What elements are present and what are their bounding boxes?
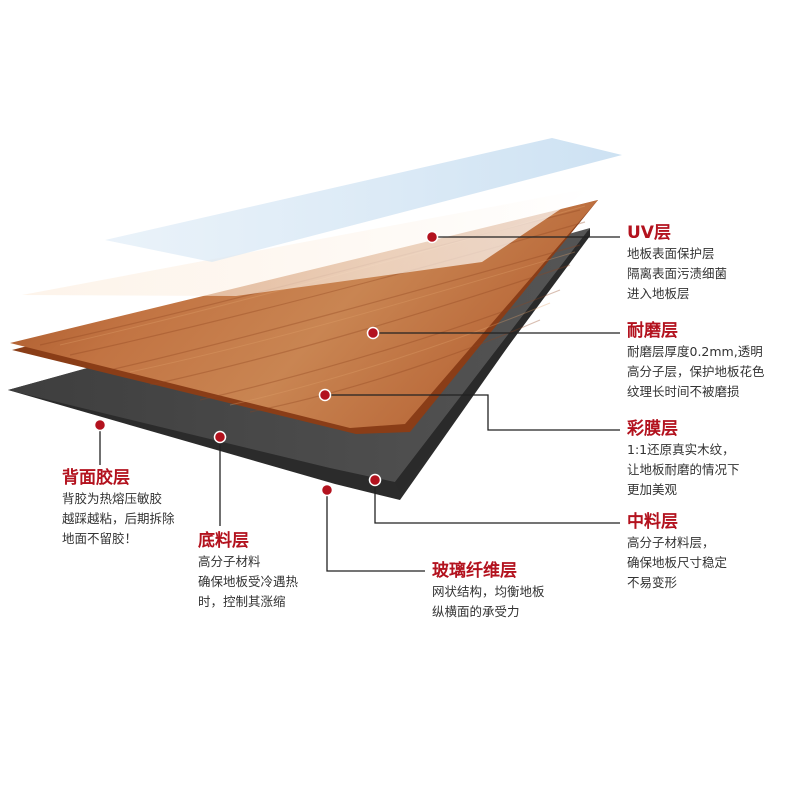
base-layer-line-2: 确保地板受冷遇热 xyxy=(198,574,299,589)
film-layer-line-1: 1:1还原真实木纹， xyxy=(627,442,735,457)
middle-layer-line-3: 不易变形 xyxy=(627,575,678,590)
middle-layer-line-1: 高分子材料层， xyxy=(627,535,715,550)
leader-lines xyxy=(99,236,620,572)
middle-layer-line-2: 确保地板尺寸稳定 xyxy=(627,555,728,570)
glass-fiber-layer-line-2: 纵横面的承受力 xyxy=(432,604,520,619)
base-layer-callout: 底料层 高分子材料 确保地板受冷遇热 时，控制其涨缩 xyxy=(198,530,298,612)
back-marker xyxy=(93,418,107,432)
wear-layer-line-1: 耐磨层厚度0.2mm,透明 xyxy=(627,344,763,359)
wear-layer-title: 耐磨层 xyxy=(627,321,678,341)
wear-layer-line-3: 纹理长时间不被磨损 xyxy=(627,384,740,399)
back-adhesive-layer-line-2: 越踩越粘，后期拆除 xyxy=(62,511,175,526)
uv-layer-line-1: 地板表面保护层 xyxy=(627,246,715,261)
film-layer-line-3: 更加美观 xyxy=(627,482,678,497)
wear-layer-callout: 耐磨层 耐磨层厚度0.2mm,透明 高分子层，保护地板花色 纹理长时间不被磨损 xyxy=(627,320,765,402)
uv-layer-line-2: 隔离表面污渍细菌 xyxy=(627,266,728,281)
film-layer-line-2: 让地板耐磨的情况下 xyxy=(627,462,740,477)
base-layer-line-3: 时，控制其涨缩 xyxy=(198,594,286,609)
uv-layer-line-3: 进入地板层 xyxy=(627,286,690,301)
film-marker xyxy=(318,388,332,402)
back-adhesive-layer-callout: 背面胶层 背胶为热熔压敏胶 越踩越粘，后期拆除 地面不留胶！ xyxy=(62,467,175,549)
uv-film-layer xyxy=(105,138,622,262)
back-adhesive-layer-title: 背面胶层 xyxy=(62,468,130,488)
uv-layer-title: UV层 xyxy=(627,223,671,243)
glass-marker xyxy=(320,483,334,497)
uv-marker xyxy=(425,230,439,244)
middle-layer-callout: 中料层 高分子材料层， 确保地板尺寸稳定 不易变形 xyxy=(627,511,727,593)
wear-layer xyxy=(22,188,592,296)
base-marker xyxy=(213,430,227,444)
marker-dots xyxy=(93,230,439,497)
wear-marker xyxy=(366,326,380,340)
base-layer-line-1: 高分子材料 xyxy=(198,554,261,569)
glass-fiber-layer-title: 玻璃纤维层 xyxy=(432,561,517,581)
back-adhesive-layer-line-1: 背胶为热熔压敏胶 xyxy=(62,491,163,506)
wear-layer-line-2: 高分子层，保护地板花色 xyxy=(627,364,765,379)
back-adhesive-layer-line-3: 地面不留胶！ xyxy=(62,531,138,546)
middle-marker xyxy=(368,473,382,487)
film-layer-title: 彩膜层 xyxy=(627,419,678,439)
middle-layer-title: 中料层 xyxy=(627,512,678,532)
film-layer-callout: 彩膜层 1:1还原真实木纹， 让地板耐磨的情况下 更加美观 xyxy=(627,418,740,500)
glass-fiber-layer-line-1: 网状结构，均衡地板 xyxy=(432,584,545,599)
base-layer-title: 底料层 xyxy=(198,531,249,551)
uv-layer-callout: UV层 地板表面保护层 隔离表面污渍细菌 进入地板层 xyxy=(627,222,727,304)
glass-fiber-layer-callout: 玻璃纤维层 网状结构，均衡地板 纵横面的承受力 xyxy=(432,560,545,622)
